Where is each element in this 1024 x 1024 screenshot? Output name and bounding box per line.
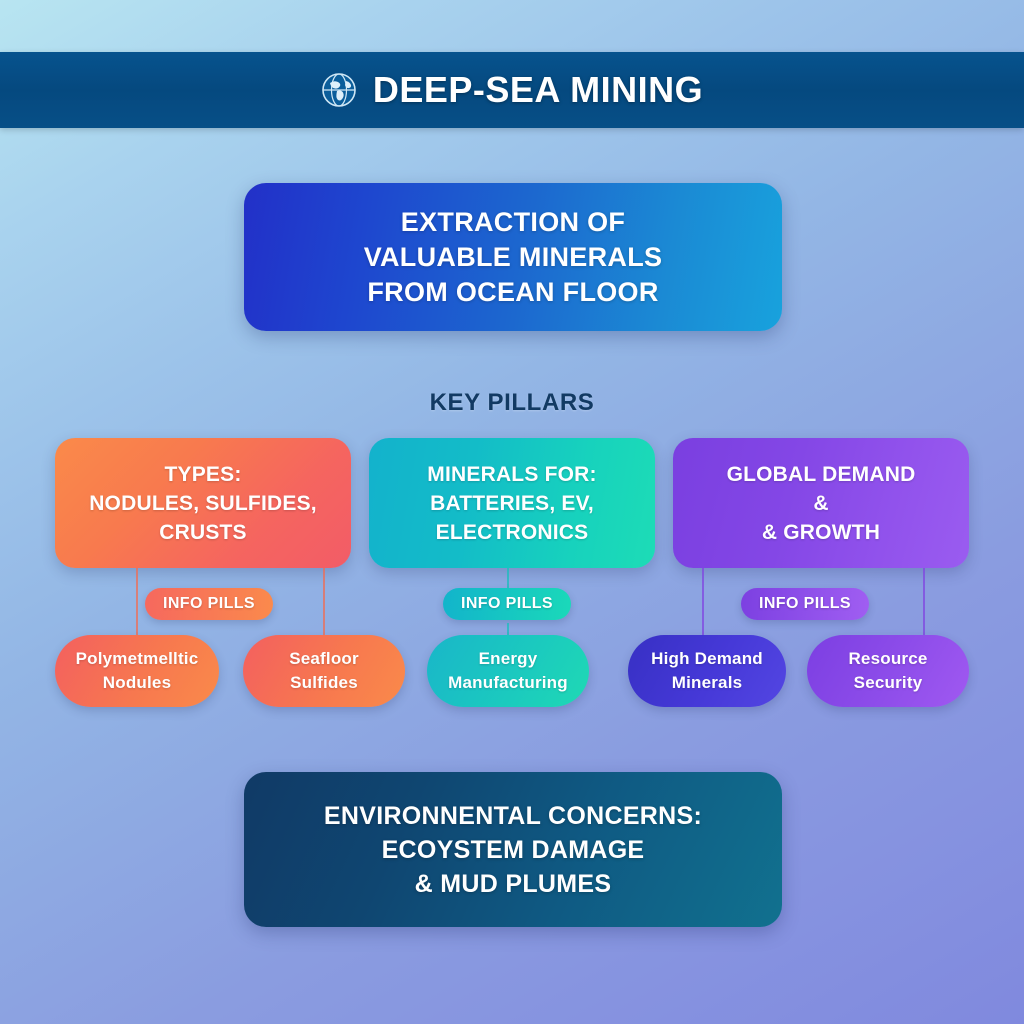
- pillar-column-types: TYPES: NODULES, SULFIDES, CRUSTS INFO PI…: [55, 438, 405, 718]
- globe-icon: [322, 73, 356, 107]
- bottom-line-2: ECOYSTEM DAMAGE: [381, 835, 645, 864]
- info-pill-types[interactable]: INFO PILLS: [145, 588, 273, 620]
- leaf-line-1: Seafloor: [289, 649, 359, 668]
- info-pill-demand[interactable]: INFO PILLS: [741, 588, 869, 620]
- leaf-node[interactable]: Energy Manufacturing: [427, 635, 589, 707]
- connector-line: [923, 568, 925, 636]
- leaf-node[interactable]: High Demand Minerals: [628, 635, 786, 707]
- bottom-line-1: ENVIRONNENTAL CONCERNS:: [323, 801, 703, 830]
- pillar-card-demand[interactable]: GLOBAL DEMAND & & GROWTH: [673, 438, 969, 568]
- pillar-column-minerals: MINERALS FOR: BATTERIES, EV, ELECTRONICS…: [369, 438, 655, 718]
- pillar-card-types[interactable]: TYPES: NODULES, SULFIDES, CRUSTS: [55, 438, 351, 568]
- pillar-card-line-1: MINERALS FOR:: [427, 462, 597, 486]
- leaf-line-2: Minerals: [671, 673, 743, 692]
- hero-line-2: VALUABLE MINERALS: [363, 241, 663, 272]
- leaf-line-2: Security: [853, 673, 923, 692]
- pillar-column-demand: GLOBAL DEMAND & & GROWTH INFO PILLS High…: [628, 438, 969, 718]
- pillar-card-line-3: & GROWTH: [761, 520, 881, 544]
- connector-line: [323, 568, 325, 636]
- hero-line-1: EXTRACTION OF: [400, 206, 626, 237]
- pillar-card-line-3: CRUSTS: [159, 520, 247, 544]
- pillar-card-line-3: ELECTRONICS: [435, 520, 589, 544]
- leaf-line-1: Resource: [848, 649, 928, 668]
- leaf-line-2: Sulfides: [290, 673, 358, 692]
- hero-line-3: FROM OCEAN FLOOR: [367, 276, 659, 307]
- pillar-card-line-2: &: [813, 491, 829, 515]
- leaf-line-2: Nodules: [102, 673, 172, 692]
- bottom-line-3: & MUD PLUMES: [414, 869, 612, 898]
- leaf-line-1: High Demand: [651, 649, 763, 668]
- info-pill-minerals[interactable]: INFO PILLS: [443, 588, 571, 620]
- leaf-line-1: Energy: [478, 649, 538, 668]
- leaf-line-2: Manufacturing: [448, 673, 568, 692]
- pillar-card-line-1: TYPES:: [164, 462, 242, 486]
- hero-statement-box: EXTRACTION OF VALUABLE MINERALS FROM OCE…: [244, 183, 782, 331]
- page-title: DEEP-SEA MINING: [372, 69, 704, 110]
- pillar-card-line-2: BATTERIES, EV,: [430, 491, 594, 515]
- pillar-card-line-2: NODULES, SULFIDES,: [89, 491, 317, 515]
- leaf-node[interactable]: Seafloor Sulfides: [243, 635, 405, 707]
- key-pillars-label: KEY PILLARS: [429, 389, 595, 416]
- pillar-card-minerals[interactable]: MINERALS FOR: BATTERIES, EV, ELECTRONICS: [369, 438, 655, 568]
- header-banner: DEEP-SEA MINING: [0, 52, 1024, 128]
- connector-line: [136, 568, 138, 636]
- connector-line: [507, 568, 509, 588]
- leaf-node[interactable]: Resource Security: [807, 635, 969, 707]
- environmental-concerns-box: ENVIRONNENTAL CONCERNS: ECOYSTEM DAMAGE …: [244, 772, 782, 927]
- pillar-card-line-1: GLOBAL DEMAND: [726, 462, 916, 486]
- leaf-node[interactable]: Polymetmelltic Nodules: [55, 635, 219, 707]
- leaf-line-1: Polymetmelltic: [75, 649, 199, 668]
- connector-line: [702, 568, 704, 636]
- pillar-columns: TYPES: NODULES, SULFIDES, CRUSTS INFO PI…: [0, 438, 1024, 718]
